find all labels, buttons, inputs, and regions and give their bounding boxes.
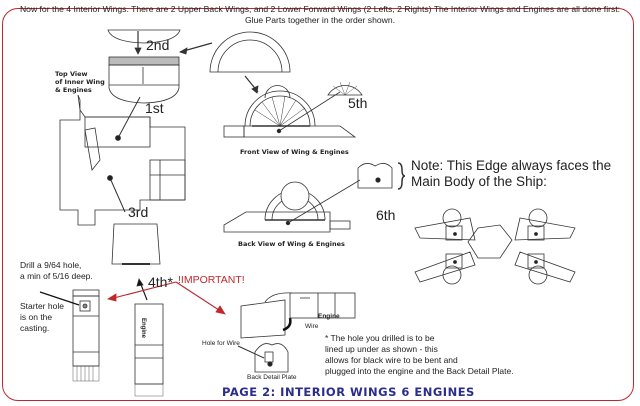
engine-body-part [111, 223, 161, 265]
engine-vertical-label: Engine [140, 318, 146, 339]
step-3-label: 3rd [128, 204, 149, 220]
back-detail-plate-drawing [237, 343, 289, 373]
caption-line: & Engines [55, 86, 92, 94]
step-1-label: 1st [145, 100, 164, 116]
starter-hole-note: Starter hole is on the casting. [20, 301, 64, 334]
canopy-part [107, 29, 181, 44]
header-line-2: Glue Parts together in the order shown. [245, 15, 395, 25]
starter-line: is on the [20, 312, 53, 322]
engine-cap-part [108, 56, 180, 66]
engine-drilled-drawing [39, 289, 100, 382]
engine-with-wire-drawing [240, 292, 356, 339]
page-frame [2, 8, 634, 401]
important-label: !IMPORTANT! [178, 274, 245, 286]
edge-note: Note: This Edge always faces the Main Bo… [411, 158, 612, 189]
front-view-caption: Front View of Wing & Engines [240, 148, 349, 156]
back-view-caption: Back View of Wing & Engines [238, 240, 345, 248]
starter-line: Starter hole [20, 301, 64, 311]
step-5-label: 5th [348, 95, 368, 111]
hole-for-wire-label: Hole for Wire [202, 340, 240, 347]
engine-vertical-drawing [134, 278, 164, 397]
footnote-line: allows for black wire to be bent and [325, 355, 458, 365]
header-instructions: Now for the 4 Interior Wings. There are … [0, 4, 640, 26]
caption-line: Top View [55, 70, 88, 78]
back-view-drawing [223, 179, 361, 233]
front-view-drawing [223, 85, 357, 138]
header-line-1: Now for the 4 Interior Wings. There are … [19, 4, 621, 14]
back-plate-part [357, 163, 393, 189]
footnote: * The hole you drilled is to be lined up… [325, 333, 514, 377]
important-arrow-left [109, 281, 177, 300]
small-dome-part [327, 85, 363, 96]
back-detail-plate-label: Back Detail Plate [247, 374, 297, 381]
footnote-line: lined up under as shown - this [325, 344, 438, 354]
engine-label: Engine [318, 313, 340, 320]
starter-line: casting. [20, 323, 50, 333]
ship-wings-layout [414, 208, 576, 285]
dome-part [209, 31, 291, 73]
drill-line: Drill a 9/64 hole, [20, 260, 82, 270]
footnote-line: plugged into the engine and the Back Det… [325, 366, 514, 376]
wire-label: Wire [305, 323, 319, 330]
page-title: PAGE 2: INTERIOR WINGS 6 ENGINES [222, 385, 475, 399]
step-4-label: 4th* [148, 274, 173, 290]
important-arrow-right [175, 281, 223, 313]
drill-instruction: Drill a 9/64 hole, a min of 5/16 deep. [20, 260, 93, 282]
caption-line: of Inner Wing [55, 78, 105, 86]
drill-line: a min of 5/16 deep. [20, 271, 93, 281]
footnote-line: * The hole you drilled is to be [325, 333, 435, 343]
brace [397, 162, 406, 190]
step-6-label: 6th [376, 207, 396, 223]
step-2-label: 2nd [146, 37, 170, 53]
top-view-caption: Top View of Inner Wing & Engines [55, 70, 105, 94]
